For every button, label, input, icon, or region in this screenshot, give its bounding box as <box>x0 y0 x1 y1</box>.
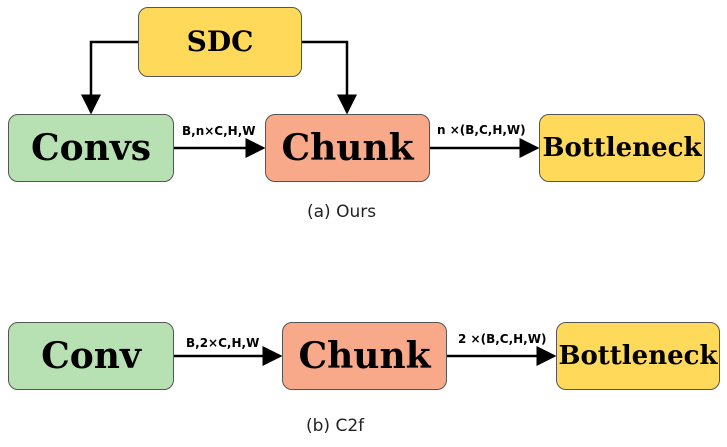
sdc-to-convs-arrow <box>81 40 138 115</box>
chunk-block-top: Chunk <box>265 114 430 182</box>
sdc-block: SDC <box>138 7 302 77</box>
chunk-to-bottleneck-shape-label-bottom: 2 ×(B,C,H,W) <box>458 332 547 346</box>
bottleneck-block-bottom: Bottleneck <box>556 322 720 390</box>
chunk-block-bottom: Chunk <box>282 322 447 390</box>
bottleneck-block-top: Bottleneck <box>539 114 705 182</box>
caption-ours: (a) Ours <box>307 202 377 222</box>
convs-block: Convs <box>8 114 174 182</box>
conv-block: Conv <box>8 322 174 390</box>
sdc-to-chunk-arrow <box>302 40 357 115</box>
convs-to-chunk-shape-label: B,n×C,H,W <box>182 124 256 138</box>
caption-c2f: (b) C2f <box>306 416 365 436</box>
conv-to-chunk-shape-label: B,2×C,H,W <box>186 336 260 350</box>
chunk-to-bottleneck-shape-label-top: n ×(B,C,H,W) <box>437 123 526 137</box>
